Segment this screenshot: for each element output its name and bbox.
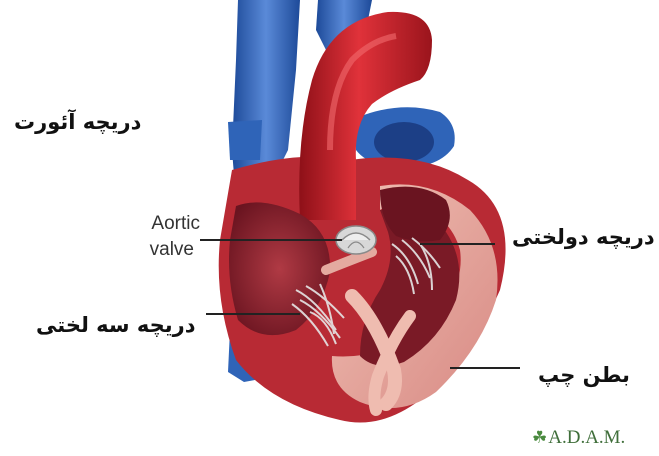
aortic-valve-label-persian: دریچه آئورت xyxy=(14,110,141,134)
left-blue-vessel xyxy=(228,120,262,160)
pulmonary-vessel-opening xyxy=(374,122,434,162)
leaf-icon: ☘ xyxy=(532,428,547,447)
tricuspid-valve-label-persian: دریچه سه لختی xyxy=(36,313,195,337)
aortic-valve-label-english-line1: Aortic xyxy=(124,212,200,236)
mitral-valve-label-persian: دریچه دولختی xyxy=(512,225,655,249)
left-ventricle-label-persian: بطن چپ xyxy=(538,363,630,387)
adam-logo: ☘A.D.A.M. xyxy=(532,427,625,449)
aortic-valve-label-english-line2: valve xyxy=(124,238,194,262)
logo-text: A.D.A.M. xyxy=(548,427,625,448)
